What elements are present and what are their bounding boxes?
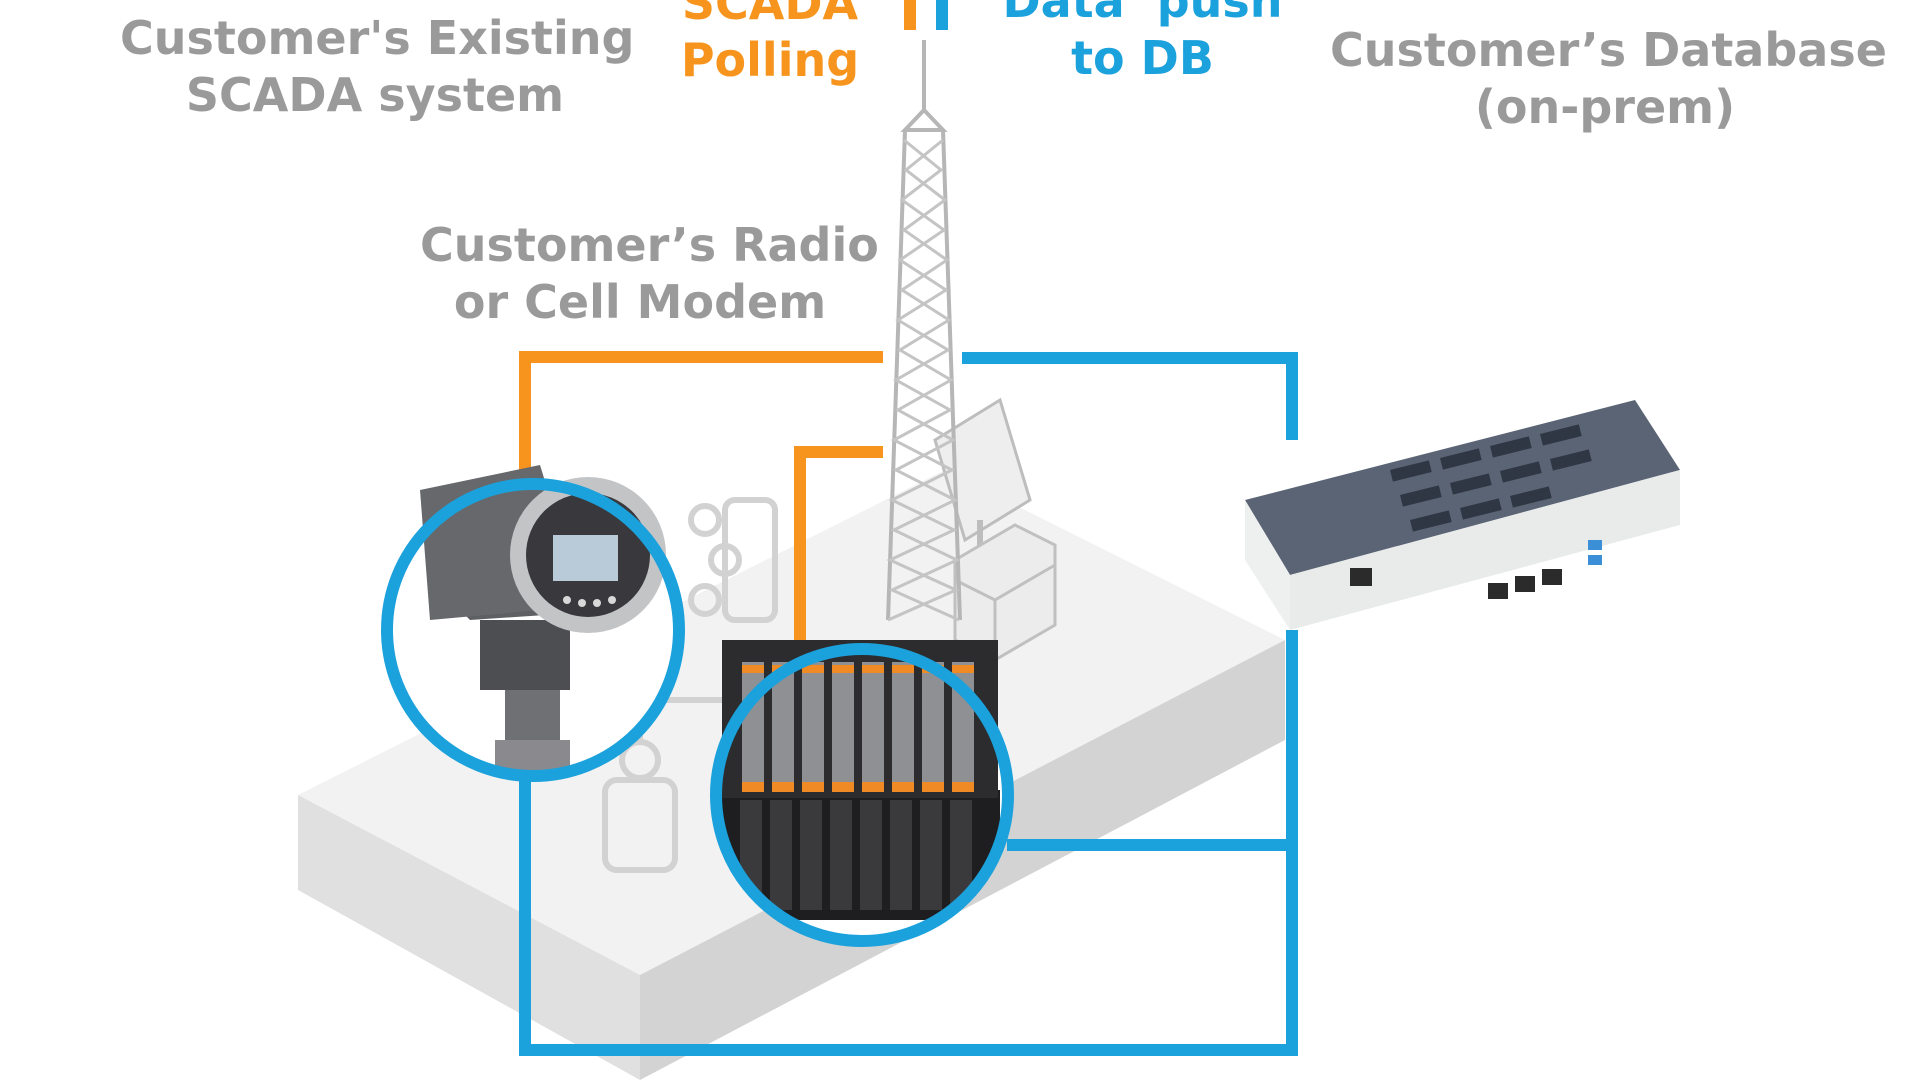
data-push-lines: [519, 0, 1298, 1056]
scada-polling-label: SCADA Polling: [660, 0, 880, 89]
scada-system-label-line1: Customer's Existing: [120, 11, 635, 65]
data-push-label-line1: Data push: [1002, 0, 1283, 28]
radio-modem-label: Customer’s Radio or Cell Modem: [420, 217, 879, 331]
radio-modem-label-line2: or Cell Modem: [453, 275, 827, 329]
scada-system-label: Customer's Existing SCADA system: [120, 10, 635, 124]
data-push-label-line2: to DB: [1071, 31, 1214, 85]
edge-computer-icon: [1245, 400, 1680, 630]
scada-system-label-line2: SCADA system: [185, 68, 565, 122]
database-label-line2: (on-prem): [1474, 80, 1736, 134]
scada-polling-label-line1: SCADA: [681, 0, 859, 30]
data-push-label: Data push to DB: [975, 0, 1310, 87]
database-label: Customer’s Database (on-prem): [1330, 22, 1887, 136]
radio-tower-icon: [886, 40, 962, 622]
rtu-controller-icon: [710, 640, 1014, 947]
scada-polling-label-line2: Polling: [680, 33, 860, 87]
database-label-line1: Customer’s Database: [1330, 23, 1887, 77]
flowmeter-transmitter-icon: [381, 465, 685, 782]
radio-modem-label-line1: Customer’s Radio: [420, 218, 879, 272]
scada-polling-lines: [519, 0, 916, 645]
